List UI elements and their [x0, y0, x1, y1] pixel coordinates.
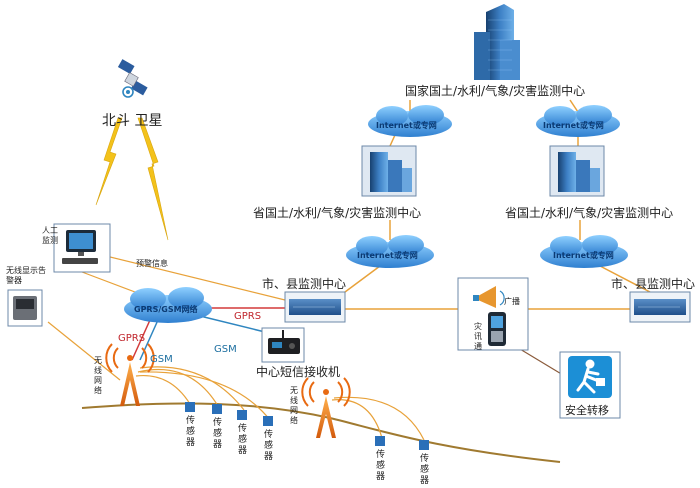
handheld-device-icon [488, 312, 506, 346]
sensor-icon [237, 410, 247, 420]
wireless-network-label: 无线网络 [94, 356, 102, 395]
safe-transfer-label: 安全转移 [565, 404, 609, 417]
server-icon [284, 291, 346, 323]
megaphone-icon [473, 286, 505, 308]
arc-tower-right-2 [333, 396, 425, 441]
sensor-icon [212, 404, 222, 414]
sensor-label: 传感器 [237, 424, 247, 456]
radio-transceiver-icon [261, 327, 305, 363]
link-computer-to-cloud [81, 271, 136, 293]
gsm-label: GSM [214, 344, 237, 355]
sensor-label: 传感器 [419, 454, 429, 486]
wireless-network-label: 无线网络 [290, 386, 298, 425]
alarm-display-icon [7, 289, 43, 327]
beidou-satellite-label: 北斗 卫星 [102, 113, 163, 129]
arc-tower-right-1 [331, 399, 383, 439]
link-national-to-internet-right [569, 99, 579, 113]
provincial-center-label: 省国土/水利/气象/灾害监测中心 [505, 206, 674, 220]
radio-tower-icon [105, 343, 155, 406]
skyscraper-icon [474, 4, 520, 80]
gsm-label: GSM [150, 354, 173, 365]
link-cloud-tower-blue [139, 319, 159, 361]
link-gsm-blue [199, 315, 266, 333]
building-icon [361, 145, 417, 197]
sensor-label: 传感器 [263, 430, 273, 462]
cloud-icon [540, 235, 628, 268]
server-icon [629, 291, 691, 323]
running-person-icon [576, 359, 605, 394]
sensor-icon [185, 402, 195, 412]
sensor-label: 传感器 [185, 416, 195, 448]
gprs-gsm-network-label: GPRS/GSM网络 [134, 305, 198, 314]
computer-icon [53, 223, 111, 273]
sms-receiver-label: 中心短信接收机 [256, 365, 341, 379]
city-center-label: 市、县监测中心 [262, 277, 347, 291]
internet-label: Internet或专网 [553, 251, 614, 260]
satellite-icon [117, 59, 148, 98]
cloud-icon [368, 105, 452, 137]
city-center-label: 市、县监测中心 [611, 277, 696, 291]
cloud-icon [124, 287, 212, 323]
lightning-right-icon [137, 117, 169, 241]
cloud-icon [536, 105, 620, 137]
provincial-center-label: 省国土/水利/气象/灾害监测中心 [253, 206, 422, 220]
link-internet-left-to-prov-left [389, 134, 396, 147]
sensor-label: 传感器 [212, 418, 222, 450]
internet-label: Internet或专网 [543, 121, 604, 130]
link-alert-info [97, 253, 286, 301]
link-net-to-city-right [599, 265, 651, 293]
link-display-to-tower [47, 321, 121, 381]
internet-label: Internet或专网 [376, 121, 437, 130]
lightning-left-icon [95, 117, 123, 206]
sensor-icon [419, 440, 429, 450]
arc-tower-left-2 [139, 366, 245, 411]
manual-monitoring-label: 人工监测 [42, 226, 58, 245]
arc-tower-left-3 [135, 374, 191, 405]
alert-info-label: 预警信息 [136, 259, 168, 268]
internet-label: Internet或专网 [357, 251, 418, 260]
sensor-icon [263, 416, 273, 426]
sensor-label: 传感器 [375, 450, 385, 482]
lightning-bolts [95, 117, 169, 241]
broadcast-label: 广播 [504, 297, 520, 306]
gprs-label: GPRS [234, 311, 262, 322]
wireless-display-label: 无线显示告警器 [6, 266, 46, 285]
sensor-icon [375, 436, 385, 446]
handheld-label: 灾讯通 [474, 322, 482, 351]
radio-tower-icon [301, 377, 351, 438]
gprs-label: GPRS [118, 333, 146, 344]
link-cloud-tower-red [131, 319, 151, 361]
national-center-label: 国家国土/水利/气象/灾害监测中心 [405, 84, 586, 98]
arc-tower-left-4 [139, 371, 271, 421]
link-net-to-city-left [344, 265, 381, 293]
cloud-icon [346, 235, 434, 268]
building-icon [549, 145, 605, 197]
arc-tower-left-1 [137, 368, 219, 407]
